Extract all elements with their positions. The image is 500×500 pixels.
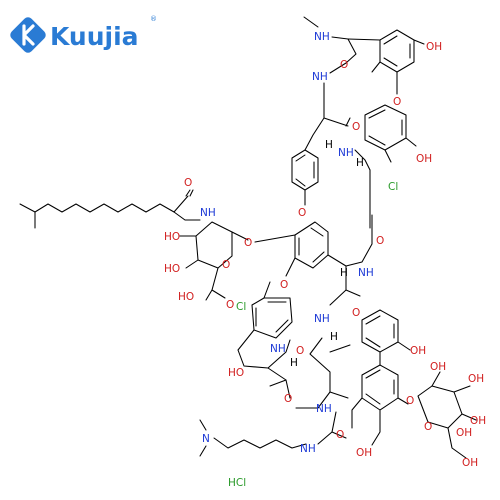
ho-benzylic-label: HO [228, 367, 244, 379]
o-ether-1-label: O [393, 96, 401, 108]
h-4-label: H [330, 331, 338, 343]
o-acid-label: O [226, 299, 234, 311]
brand-name: Kuujia [50, 22, 139, 51]
o-ether-3-label: O [280, 279, 288, 291]
brand-logo: Kuujia ® [10, 15, 157, 53]
h-1-label: H [325, 139, 333, 151]
oh-ring-a-bottom-label: OH [416, 153, 432, 165]
oh-ring-a-top-label: OH [426, 41, 442, 53]
o-ether-2-label: O [298, 207, 306, 219]
o-man-link-label: O [406, 395, 414, 407]
o-carbonyl-4-label: O [352, 307, 360, 319]
oh-ring-c-label: OH [410, 345, 426, 357]
o-man-ring-label: O [424, 421, 432, 433]
oh-man-2-label: OH [468, 373, 484, 385]
nh-2-label: NH [338, 147, 354, 159]
ho-sugar-2-label: HO [164, 263, 180, 275]
oh-ring-d-label: OH [356, 447, 372, 459]
registered-mark: ® [150, 15, 157, 23]
nh-lipid-label: NH [200, 207, 216, 219]
nh-5-label: NH [270, 343, 286, 355]
o-carbonyl-2-label: O [352, 121, 360, 133]
nh-4-label: NH [314, 313, 330, 325]
n-dimethyl-label: N [202, 433, 210, 445]
o-carbonyl-3-label: O [376, 235, 384, 247]
cl-1-label: Cl [388, 181, 398, 193]
nh-3-label: NH [358, 267, 374, 279]
h-2-label: H [356, 157, 364, 169]
h-5-label: H [290, 357, 298, 369]
cl-2-label: Cl [236, 301, 246, 313]
ho-acid-label: HO [178, 291, 194, 303]
oh-man-1-label: OH [430, 361, 446, 373]
nh-methyl-label: NH [314, 31, 330, 43]
o-amide-6-label: O [336, 429, 344, 441]
o-carbonyl-6-label: O [284, 393, 292, 405]
bond-skeleton [19, 16, 477, 459]
atom-labels: NH OH NH O O H O NH H OH Cl O O NH HO O … [164, 31, 486, 469]
logo-k-icon [10, 17, 46, 53]
o-ring-sugar-label: O [222, 259, 230, 271]
hcl-salt-label: HCl [228, 477, 246, 489]
oh-man-3-label: OH [470, 415, 486, 427]
ho-sugar-1-label: HO [164, 231, 180, 243]
nh-1-label: NH [312, 71, 328, 83]
nh-6-label: NH [316, 403, 332, 415]
oh-man-5-label: OH [462, 457, 478, 469]
o-carbonyl-5-label: O [296, 345, 304, 357]
o-ketone-lipid-label: O [184, 177, 192, 189]
oh-man-4-label: OH [456, 427, 472, 439]
o-glyco-label: O [244, 237, 252, 249]
o-amide-1-label: O [340, 59, 348, 71]
nh-amide-label: NH [300, 443, 316, 455]
h-3-label: H [340, 267, 348, 279]
